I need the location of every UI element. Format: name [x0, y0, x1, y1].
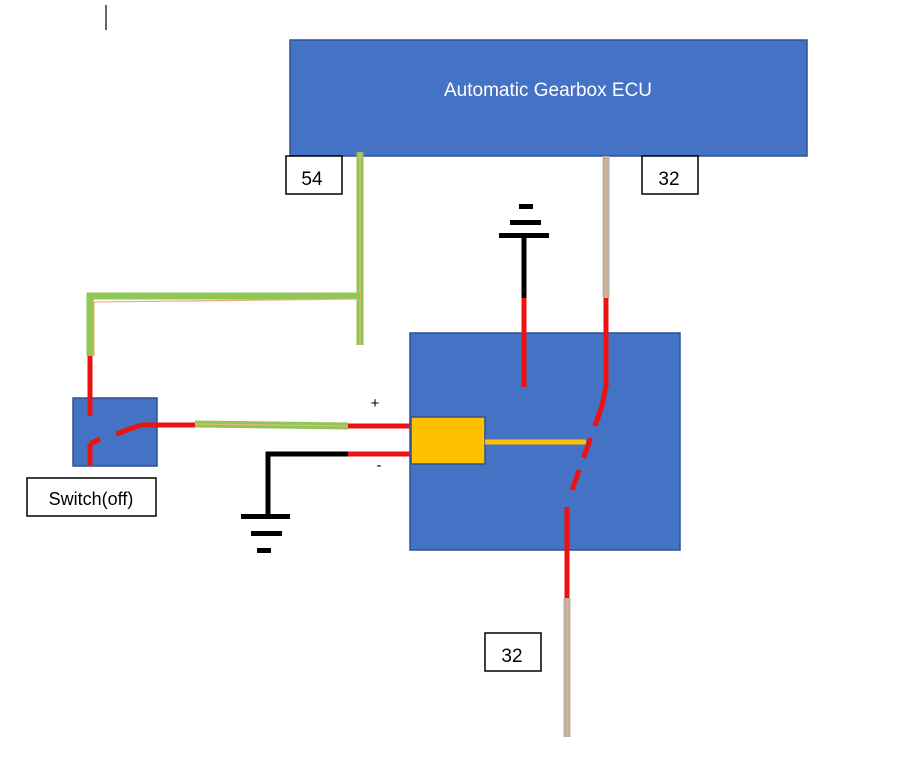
- relay-plus-label: +: [371, 395, 380, 412]
- ground-symbol-left: [241, 514, 290, 553]
- pin-54-label: 54: [301, 169, 323, 190]
- green-wire-switch-relay: [194, 420, 410, 430]
- pin-32-top-label: 32: [658, 169, 679, 190]
- switch-contact: [87, 422, 195, 466]
- relay-contact-top: [599, 298, 609, 407]
- pin-54-box: [285, 155, 343, 195]
- switch-label: Switch(off): [49, 489, 134, 509]
- relay-minus-label: -: [377, 457, 382, 474]
- pin-32-bottom-label: 32: [501, 646, 522, 667]
- relay-coil: [410, 416, 486, 465]
- switch-box: [72, 397, 158, 467]
- ecu-title: Automatic Gearbox ECU: [444, 80, 652, 101]
- green-wire-pin54: [86, 152, 364, 356]
- ground-symbol-top: [499, 204, 549, 238]
- coil-ground-wire: [265, 451, 410, 516]
- relay-switch-lever: [568, 405, 605, 494]
- ecu-box: [289, 39, 808, 157]
- switch-label-box: [26, 477, 157, 517]
- pin-32-top-box: [641, 155, 699, 195]
- pin-32-bottom-box: [484, 632, 542, 672]
